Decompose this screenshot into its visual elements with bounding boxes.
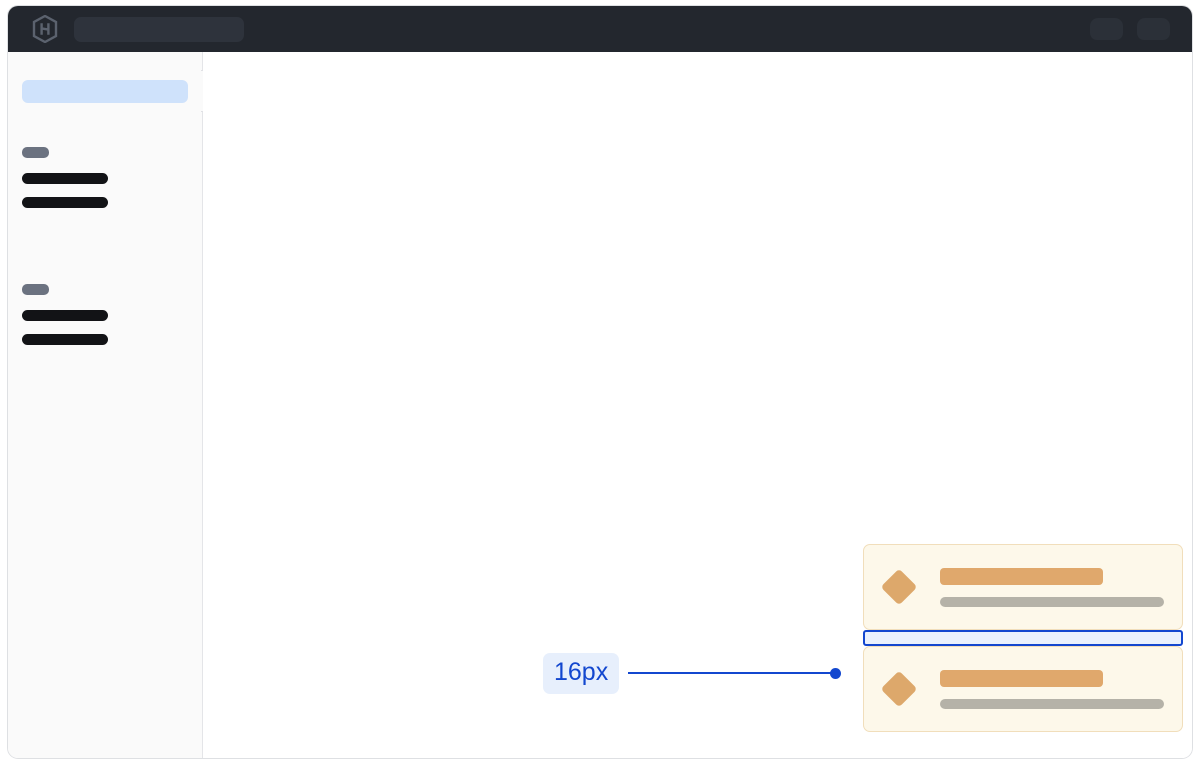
alert-card[interactable] (863, 646, 1183, 732)
sidebar-group-1 (22, 147, 202, 208)
measurement-endpoint-dot (830, 667, 842, 679)
header-action-chip-2[interactable] (1137, 18, 1170, 40)
sidebar (8, 52, 216, 758)
warning-diamond-icon (880, 670, 918, 708)
alert-card[interactable] (863, 544, 1183, 630)
sidebar-group-2 (22, 284, 202, 345)
sidebar-item-1-1[interactable] (22, 173, 108, 184)
measurement-leader-line (628, 672, 832, 674)
alert-card-content (940, 567, 1164, 607)
app-header (8, 6, 1192, 52)
warning-diamond-icon (880, 568, 918, 606)
alert-card-stack (863, 544, 1183, 732)
alert-card-content (940, 669, 1164, 709)
alert-body-skeleton (940, 596, 1164, 607)
alert-title-skeleton (940, 669, 1103, 687)
app-body: 16px (8, 52, 1192, 758)
spacing-measurement-callout: 16px (543, 652, 842, 694)
hexagon-h-logo-icon[interactable] (32, 14, 58, 44)
alert-title-skeleton (940, 567, 1103, 585)
spacing-measurement-band (863, 630, 1183, 646)
alert-body-skeleton (940, 698, 1164, 709)
search-input[interactable] (74, 16, 244, 42)
sidebar-item-1-2[interactable] (22, 197, 108, 208)
header-actions (1090, 18, 1170, 40)
sidebar-group-label-1 (22, 147, 49, 158)
sidebar-item-2-1[interactable] (22, 310, 108, 321)
spacing-measurement-label: 16px (543, 652, 620, 694)
app-window: 16px (8, 6, 1192, 758)
sidebar-group-label-2 (22, 284, 49, 295)
sidebar-item-2-2[interactable] (22, 334, 108, 345)
header-action-chip-1[interactable] (1090, 18, 1123, 40)
main-canvas: 16px (203, 52, 1192, 758)
sidebar-item-active[interactable] (22, 80, 188, 103)
